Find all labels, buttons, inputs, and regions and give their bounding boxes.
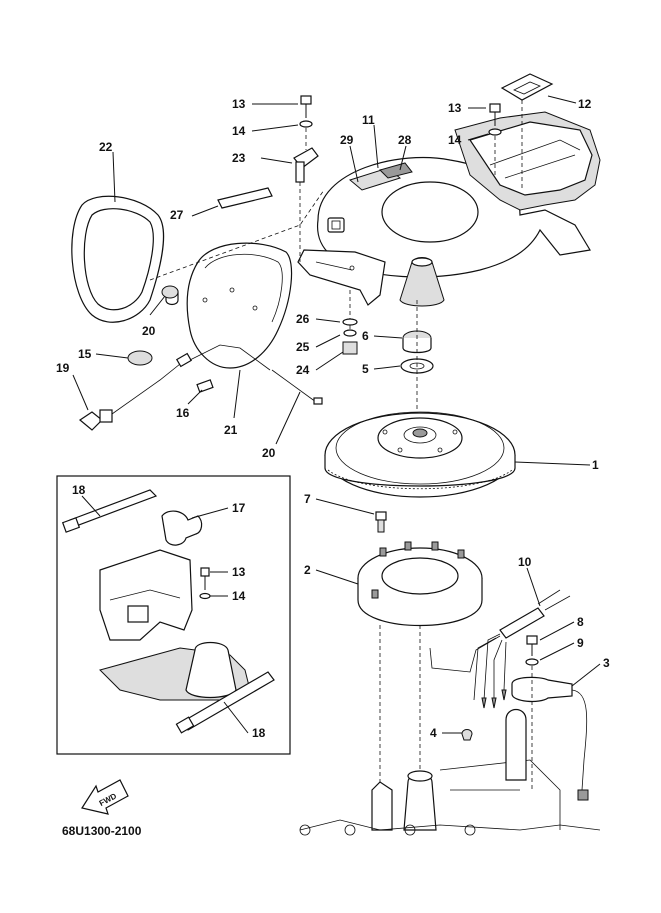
crankcase-part [299, 708, 601, 836]
callout-17: 17 [232, 501, 246, 515]
callout-23: 23 [232, 151, 246, 165]
callout-7: 7 [304, 492, 311, 506]
forward-arrow-icon: FWD [81, 779, 129, 815]
callout-22: 22 [99, 140, 113, 154]
start-cable-part [78, 285, 323, 431]
callout-13-right: 13 [448, 101, 462, 115]
bolt-washer-top-part [293, 95, 319, 262]
callout-9: 9 [577, 636, 584, 650]
leader-lines [72, 95, 601, 734]
callout-12: 12 [578, 97, 592, 111]
washer-nut-parts [342, 290, 358, 355]
callout-24: 24 [296, 363, 310, 377]
plug-part [461, 729, 473, 741]
callout-15: 15 [78, 347, 92, 361]
inset-bracket-part [61, 489, 275, 734]
callout-18-inset-top: 18 [72, 483, 86, 497]
callout-2: 2 [304, 563, 311, 577]
callout-1: 1 [592, 458, 599, 472]
callout-13-inset: 13 [232, 565, 246, 579]
callout-14-inset: 14 [232, 589, 246, 603]
plate-part [217, 187, 273, 209]
callout-5: 5 [362, 362, 369, 376]
bolt-washer-right-part [488, 73, 554, 190]
diagram-code: 68U1300-2100 [62, 824, 142, 838]
callout-20-lower: 20 [262, 446, 276, 460]
callout-29: 29 [340, 133, 354, 147]
callout-19: 19 [56, 361, 70, 375]
callout-14-right: 14 [448, 133, 462, 147]
callout-18-inset-bottom: 18 [252, 726, 266, 740]
callout-6: 6 [362, 329, 369, 343]
callout-11: 11 [362, 113, 375, 127]
detail-inset-box [56, 475, 291, 755]
nut-washer-center-part [400, 300, 434, 420]
callout-28: 28 [398, 133, 412, 147]
flywheel-cover-part [297, 111, 601, 307]
callout-10: 10 [518, 555, 532, 569]
callout-8: 8 [577, 615, 584, 629]
callout-27: 27 [170, 208, 184, 222]
stator-part [357, 541, 483, 790]
callout-20-upper: 20 [142, 324, 156, 338]
callout-3: 3 [603, 656, 610, 670]
flywheel-part [324, 411, 516, 498]
callout-4: 4 [430, 726, 437, 740]
callout-labels: 13 14 22 23 27 11 29 28 13 14 12 26 25 2… [56, 97, 610, 740]
callout-14: 14 [232, 124, 246, 138]
callout-26: 26 [296, 312, 310, 326]
bolt-7-part [375, 511, 387, 533]
rubber-seal-part [71, 195, 165, 323]
callout-13: 13 [232, 97, 246, 111]
callout-21: 21 [224, 423, 238, 437]
cover-front-part [165, 242, 293, 369]
wire-harness-part [429, 589, 571, 709]
callout-16: 16 [176, 406, 190, 420]
pulser-coil-part [511, 635, 589, 801]
callout-25: 25 [296, 340, 310, 354]
